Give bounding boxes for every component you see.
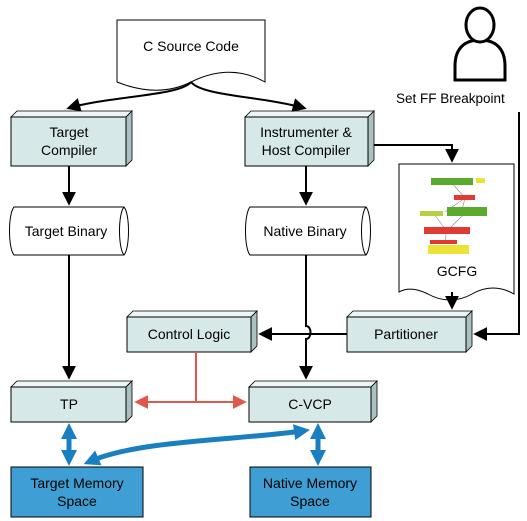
target-compiler-node: Target Compiler (10, 110, 133, 167)
target-memory-node: Target Memory Space (10, 466, 144, 518)
edge-user-to-partitioner (473, 112, 520, 341)
control-logic-label: Control Logic (148, 326, 231, 342)
tp-node: TP (10, 380, 133, 423)
target-compiler-label-line1: Target (50, 124, 89, 140)
edge-source-to-instrumenter (190, 81, 307, 112)
target-compiler-label-line2: Compiler (41, 142, 97, 158)
gcfg-label: GCFG (437, 263, 477, 279)
gcfg-graph-icon (420, 178, 487, 254)
tp-label: TP (60, 396, 78, 412)
instrumenter-label-line2: Host Compiler (262, 142, 351, 158)
cvcp-node: C-VCP (248, 380, 378, 423)
partitioner-label: Partitioner (374, 326, 438, 342)
target-binary-node: Target Binary (9, 206, 129, 256)
target-memory-label-line1: Target Memory (30, 475, 123, 491)
source-code-node: C Source Code (116, 19, 266, 91)
target-binary-label: Target Binary (25, 223, 107, 239)
control-logic-node: Control Logic (126, 310, 258, 353)
gcfg-node: GCFG (398, 163, 515, 301)
native-binary-node: Native Binary (245, 206, 371, 256)
instrumenter-node: Instrumenter & Host Compiler (244, 110, 375, 167)
edge-source-to-target-compiler (66, 81, 192, 112)
source-code-label: C Source Code (143, 38, 239, 54)
instrumenter-label-line1: Instrumenter & (260, 124, 352, 140)
native-memory-node: Native Memory Space (249, 466, 372, 518)
partitioner-node: Partitioner (346, 310, 473, 353)
edge-native-binary-to-cvcp (299, 255, 313, 380)
native-binary-label: Native Binary (263, 223, 346, 239)
native-memory-label-line2: Space (290, 493, 330, 509)
cvcp-label: C-VCP (288, 396, 332, 412)
edge-instrumenter-to-gcfg (374, 144, 459, 163)
edge-cvcp-target-memory (83, 424, 310, 466)
target-memory-label-line2: Space (57, 493, 97, 509)
native-memory-label-line1: Native Memory (263, 475, 357, 491)
user-icon (453, 6, 507, 82)
set-ff-breakpoint-label: Set FF Breakpoint (396, 91, 505, 106)
